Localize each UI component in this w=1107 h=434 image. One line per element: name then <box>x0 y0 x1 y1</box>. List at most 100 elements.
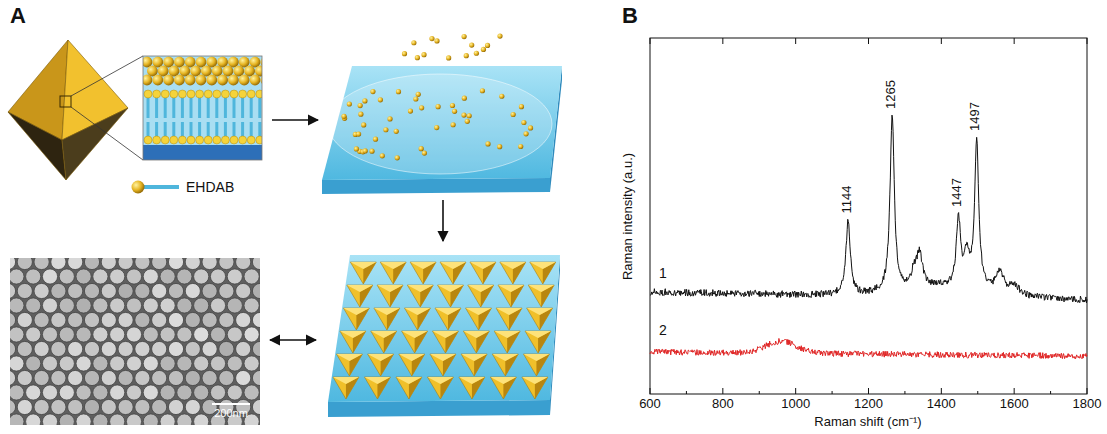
inset-frame <box>143 56 262 160</box>
sem-particle <box>160 414 175 425</box>
pyramid <box>407 285 433 307</box>
sem-particle <box>194 327 209 342</box>
gold-particle <box>465 119 470 124</box>
gold-particle <box>394 129 399 134</box>
sem-particle <box>118 399 133 414</box>
gold-atom <box>196 75 207 86</box>
gold-particle <box>497 144 502 149</box>
tick-mark <box>1087 38 1088 44</box>
sem-particle <box>51 399 66 414</box>
sem-particle <box>51 258 66 270</box>
gold-particle <box>358 103 363 108</box>
sem-particle <box>168 312 183 327</box>
gold-particle <box>462 96 467 101</box>
tick-mark <box>941 38 942 44</box>
molecule-head <box>170 90 178 98</box>
sem-particle <box>93 269 108 284</box>
sem-particle <box>194 356 209 371</box>
sem-particle <box>236 341 251 356</box>
sem-particle <box>252 370 260 385</box>
sem-particle <box>185 258 200 270</box>
sem-particle <box>194 269 209 284</box>
gold-atom <box>143 75 152 86</box>
pyramid-shade <box>347 285 373 292</box>
molecule-head <box>187 90 195 98</box>
sem-particle <box>59 269 74 284</box>
tick-label: 800 <box>712 397 734 412</box>
sem-particle <box>168 370 183 385</box>
pyramid <box>435 308 461 330</box>
sem-particle <box>126 298 141 313</box>
spectrum-curve <box>650 115 1087 303</box>
sem-particle <box>252 399 260 414</box>
sem-particle <box>101 370 116 385</box>
pyramid <box>492 354 518 376</box>
molecule-tail <box>147 96 150 118</box>
pyramid <box>438 285 464 307</box>
slab-top <box>322 66 562 180</box>
sem-particle <box>59 385 74 400</box>
sem-particle <box>110 298 125 313</box>
sem-particle <box>143 385 158 400</box>
sem-particle <box>68 283 83 298</box>
gold-particle <box>519 104 524 109</box>
tick-mark <box>1014 388 1015 394</box>
sem-particle <box>118 370 133 385</box>
peak-label: 1144 <box>840 185 855 213</box>
sem-particle <box>10 385 24 400</box>
pyramid <box>427 377 453 399</box>
gold-particle <box>528 125 533 130</box>
curve-number: 1 <box>659 265 667 281</box>
pyramid <box>396 377 422 399</box>
sem-particle <box>42 385 57 400</box>
sem-particle <box>252 312 260 327</box>
sem-particle <box>202 283 217 298</box>
minor-tick <box>686 391 687 394</box>
sem-particle <box>177 327 192 342</box>
sem-particle <box>143 327 158 342</box>
pyramid <box>430 354 456 376</box>
pyramid <box>404 308 430 330</box>
tick-label: 1800 <box>1073 397 1102 412</box>
gold-particle <box>511 112 516 117</box>
molecule-head <box>230 136 238 144</box>
sem-particle <box>76 327 91 342</box>
pyramid <box>490 377 516 399</box>
gold-atom <box>152 57 163 68</box>
minor-tick <box>832 391 833 394</box>
sem-particle <box>143 356 158 371</box>
gold-particle <box>480 88 485 93</box>
molecule-tail <box>258 96 261 118</box>
sem-particle <box>194 298 209 313</box>
molecule-head <box>247 90 255 98</box>
sem-particle <box>135 399 150 414</box>
sem-particle <box>160 269 175 284</box>
pyramid <box>528 285 554 307</box>
pyramid-shade <box>528 285 554 292</box>
gold-atom <box>250 75 261 86</box>
pyramid-shade <box>438 285 464 292</box>
molecule-tail <box>224 96 227 118</box>
substrate-slab <box>322 66 562 194</box>
gold-atom <box>244 66 255 77</box>
falling-particle <box>421 52 426 57</box>
gold-atom <box>185 57 196 68</box>
tick-label: 1000 <box>781 397 810 412</box>
sem-particle <box>34 341 49 356</box>
sem-particle <box>118 312 133 327</box>
pyramid <box>347 285 373 307</box>
sem-particle <box>152 341 167 356</box>
peak-label: 1447 <box>950 178 965 207</box>
sem-particle <box>110 269 125 284</box>
gold-atom <box>190 66 201 77</box>
pyramid <box>463 331 489 353</box>
pyramid-shade <box>430 354 456 361</box>
sem-particle <box>168 341 183 356</box>
gold-particle <box>361 122 366 127</box>
gold-particle <box>408 108 413 113</box>
tick-mark <box>1087 388 1088 394</box>
pyramid-shade <box>333 377 359 384</box>
molecule-head <box>153 136 161 144</box>
pyramid-shade <box>336 354 362 361</box>
molecule-head <box>161 136 169 144</box>
